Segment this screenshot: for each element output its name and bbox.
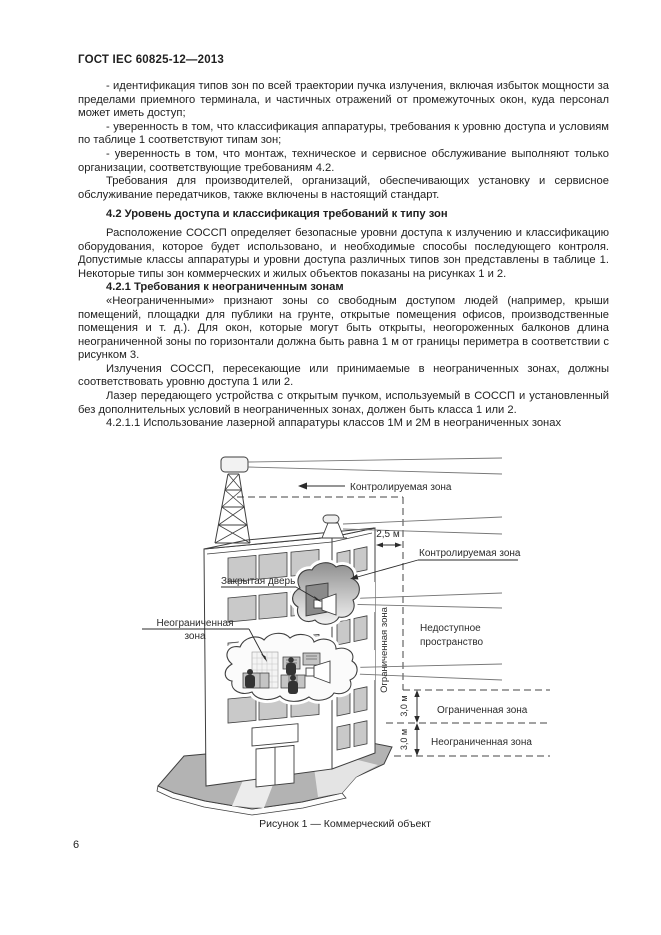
office-people — [245, 657, 298, 694]
label-inaccessible-1: Недоступное — [420, 623, 481, 634]
paragraph: - уверенность в том, что классификация а… — [78, 120, 609, 147]
antenna-tower — [214, 456, 251, 544]
label-dim-3m-lower: 3,0 м — [399, 729, 409, 750]
section-heading: 4.2.1 Требования к неограниченным зонам — [106, 281, 344, 294]
label-controlled-zone-top: Контролируемая зона — [350, 482, 452, 493]
label-unrestricted-band: Неограниченная зона — [431, 737, 532, 748]
text-block: - идентификация типов зон по всей траект… — [78, 80, 609, 431]
office-cutaway — [221, 629, 361, 705]
office-horn-antenna — [305, 660, 331, 684]
indoor-horn-antenna — [313, 593, 337, 616]
paragraph: Расположение СОССП определяет безопасные… — [78, 226, 609, 280]
tower-transmitter-head — [220, 456, 249, 473]
label-dim-3m-upper: 3,0 м — [399, 695, 409, 716]
paragraph: - уверенность в том, что монтаж, техниче… — [78, 147, 609, 174]
figure-1: Контролируемая зона 2,5 м Контролируемая… — [135, 448, 625, 840]
label-inaccessible-2: пространство — [420, 637, 484, 648]
paragraph: Лазер передающего устройства с открытым … — [78, 390, 609, 416]
label-controlled-zone-right: Контролируемая зона — [419, 548, 521, 559]
paragraph: Требования для производителей, организац… — [78, 175, 609, 201]
label-restricted-vertical: Ограниченная зона — [379, 606, 390, 693]
label-unrestricted-left-1: Неограниченная — [156, 618, 233, 629]
entrance-door — [251, 723, 299, 788]
figure-caption: Рисунок 1 — Коммерческий объект — [259, 818, 431, 830]
paragraph: Излучения СОССП, пересекающие или приним… — [78, 362, 609, 389]
paragraph: 4.2.1.1 Использование лазерной аппаратур… — [106, 417, 562, 430]
section-heading: 4.2 Уровень доступа и классификация треб… — [106, 208, 448, 221]
paragraph: «Неограниченными» признают зоны со свобо… — [78, 294, 609, 362]
label-dim-2-5m: 2,5 м — [376, 529, 400, 540]
page-number: 6 — [73, 839, 80, 851]
figure-1-drawing: Контролируемая зона 2,5 м Контролируемая… — [142, 456, 550, 816]
paragraph: - идентификация типов зон по всей траект… — [78, 80, 609, 120]
label-unrestricted-left-2: зона — [184, 631, 206, 642]
zone-boundary-dashed-lines — [237, 496, 550, 757]
running-header: ГОСТ IEC 60825-12—2013 — [78, 54, 224, 66]
closed-door-cutaway — [289, 559, 363, 628]
label-closed-door: Закрытая дверь — [221, 576, 295, 587]
roof-horn-antenna — [319, 514, 347, 539]
label-restricted-band: Ограниченная зона — [437, 705, 528, 716]
